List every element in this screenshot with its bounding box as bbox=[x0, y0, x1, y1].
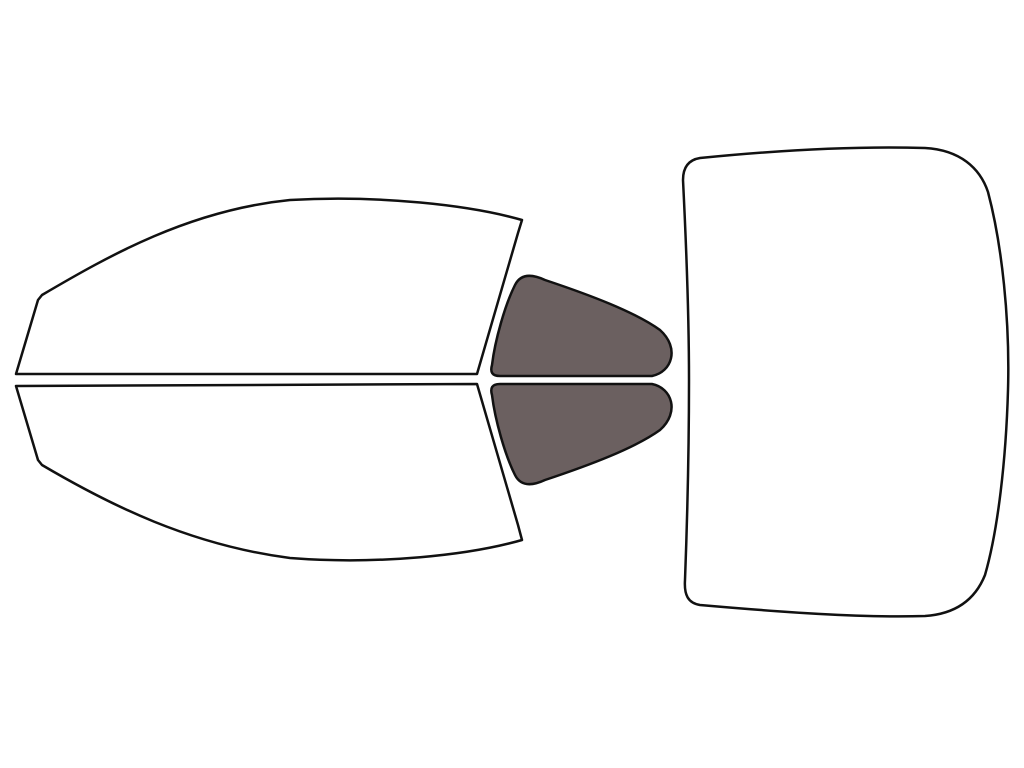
front-door-window-top bbox=[14, 197, 524, 376]
rear-quarter-window-bottom bbox=[490, 382, 673, 486]
front-door-window-bottom bbox=[14, 382, 524, 562]
rear-windshield bbox=[681, 146, 1010, 618]
rear-quarter-window-top bbox=[490, 274, 673, 378]
